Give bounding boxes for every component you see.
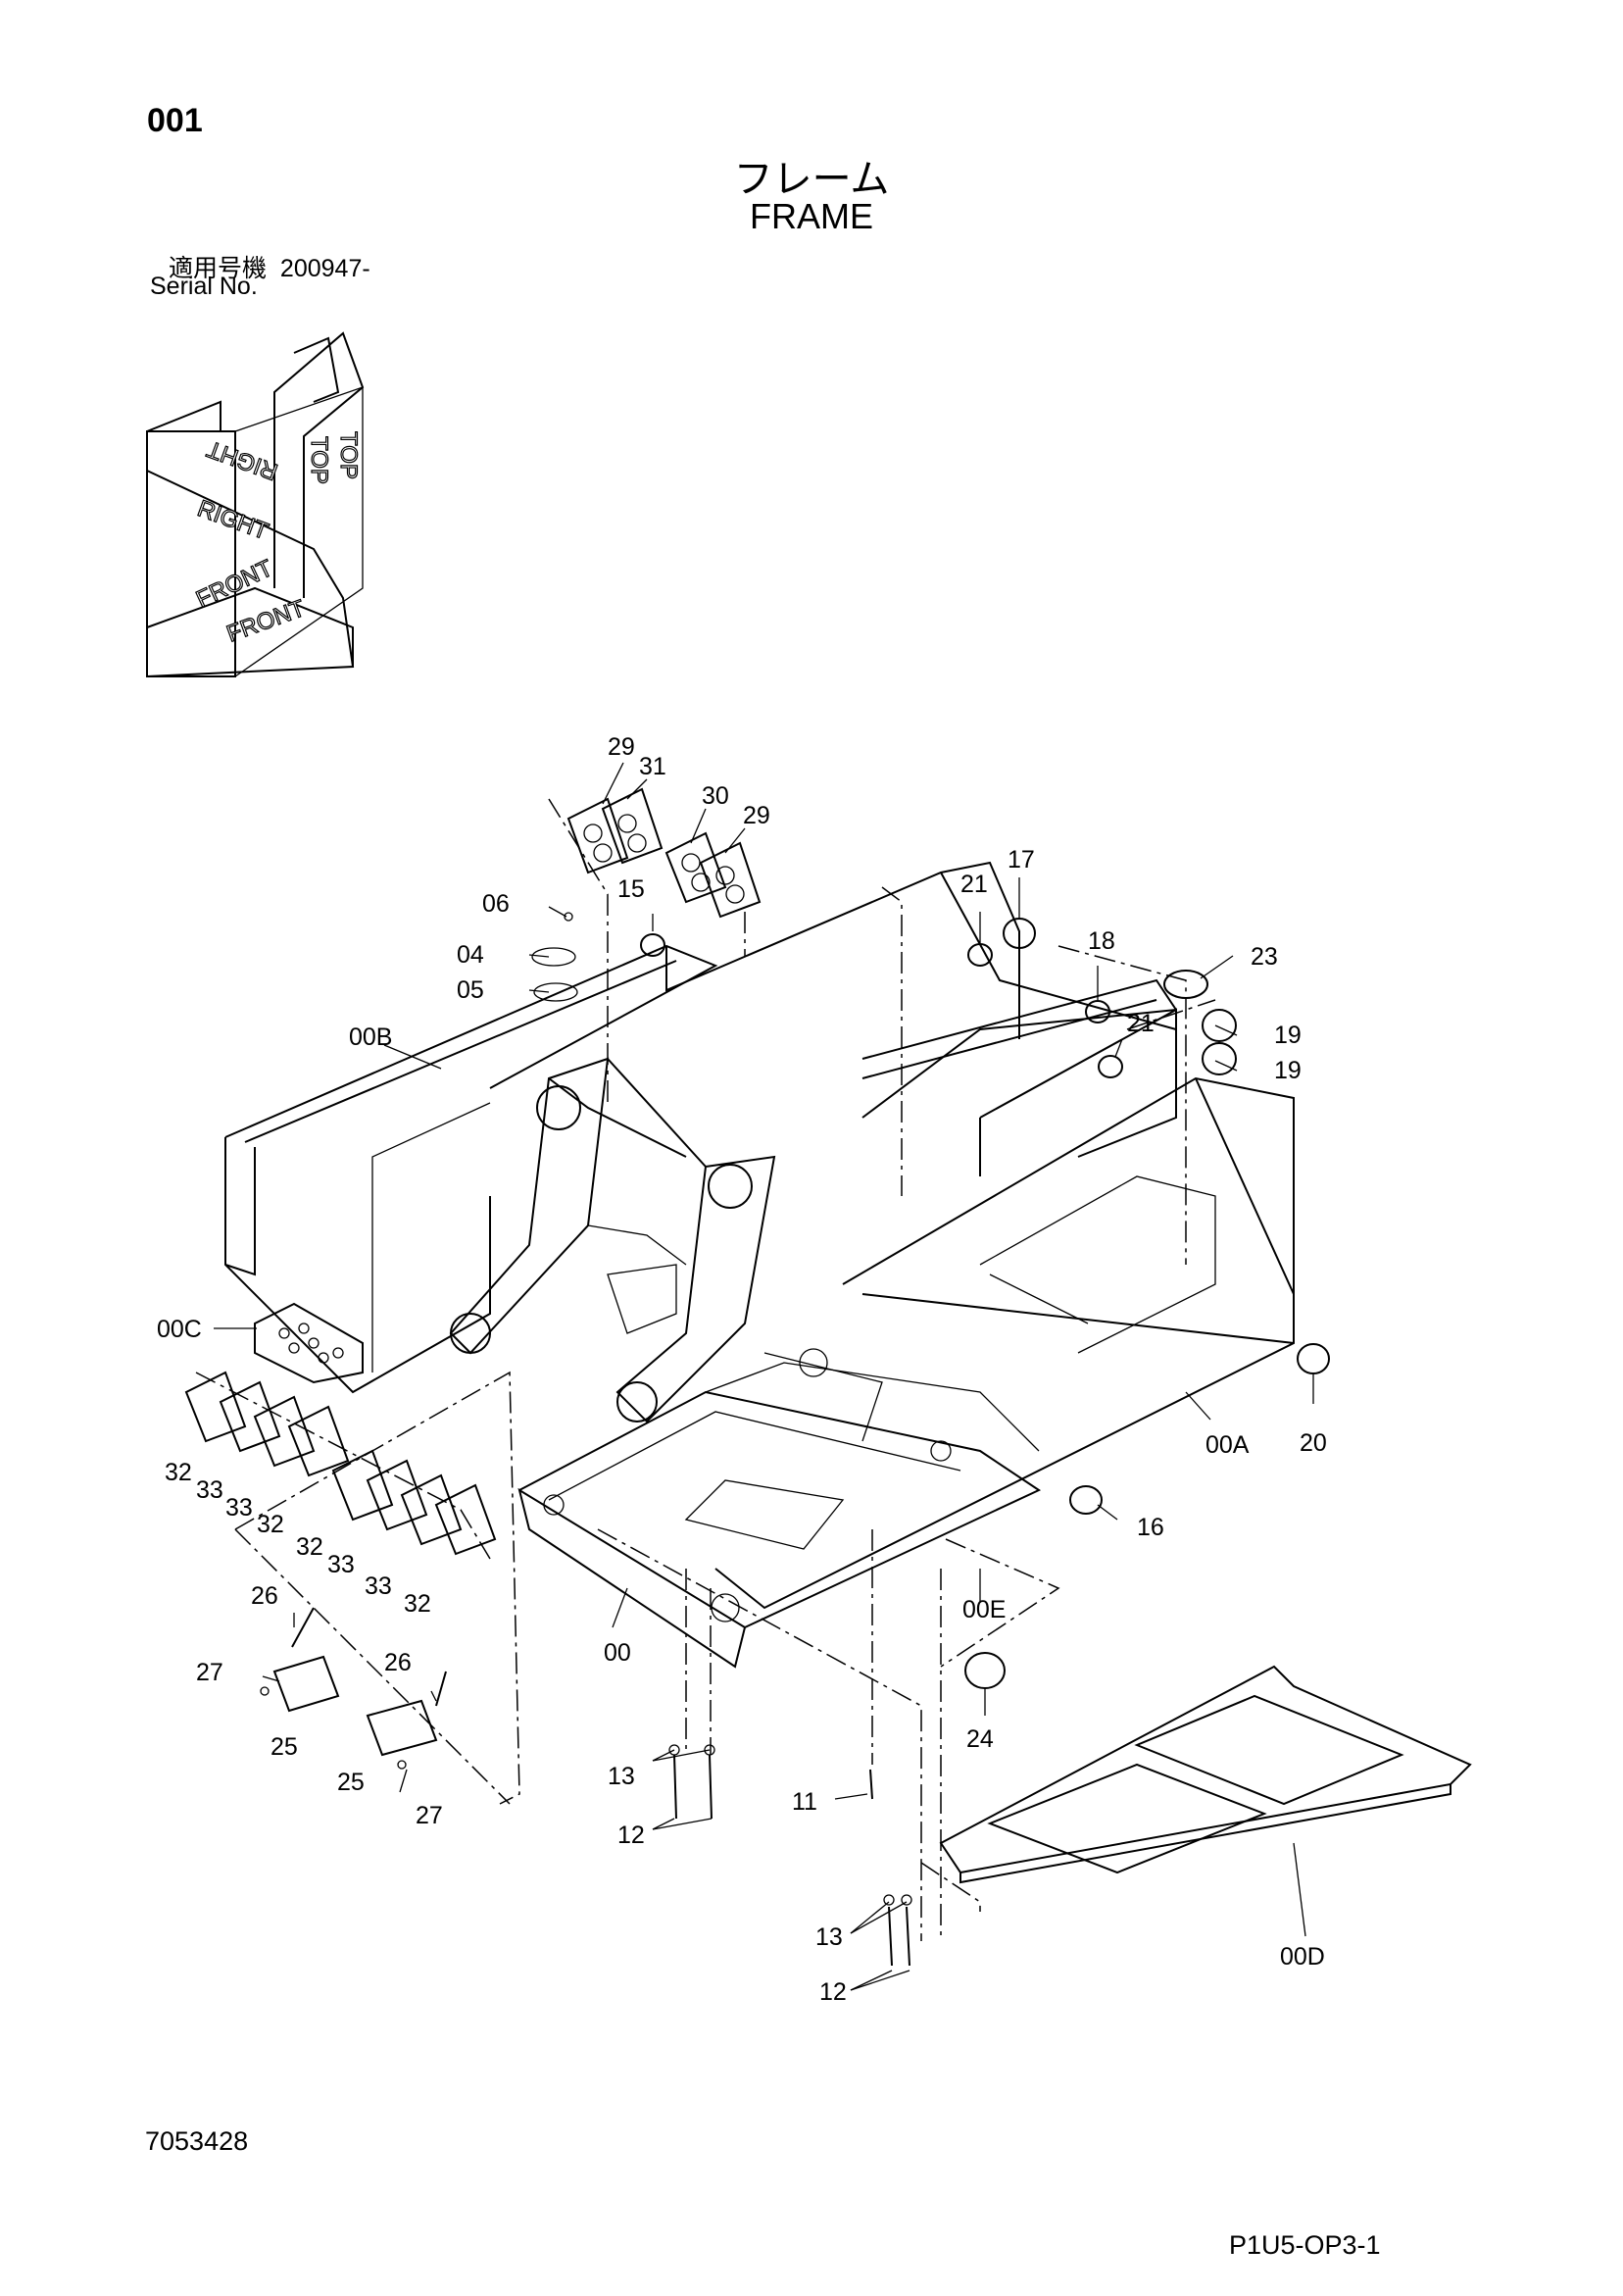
page-number: 001 bbox=[147, 102, 203, 139]
callout-27-second: 27 bbox=[416, 1802, 443, 1829]
callout-16: 16 bbox=[1137, 1514, 1164, 1541]
callout-27: 27 bbox=[196, 1659, 223, 1686]
callout-00B: 00B bbox=[349, 1023, 392, 1051]
callout-04: 04 bbox=[457, 941, 484, 969]
page-title-japanese: フレーム bbox=[733, 158, 890, 201]
callout-33-second: 33 bbox=[225, 1494, 253, 1522]
callout-00C: 00C bbox=[157, 1316, 202, 1343]
orientation-top-label-2: TOP bbox=[335, 431, 362, 479]
callout-00E: 00E bbox=[962, 1596, 1006, 1623]
callout-labels: 29 31 30 29 06 15 04 05 21 17 18 21 23 1… bbox=[157, 733, 1327, 2006]
small-parts-drawing bbox=[184, 787, 1330, 1967]
serial-label-english: Serial No. bbox=[150, 273, 258, 300]
serial-number-value: 200947- bbox=[279, 255, 370, 282]
callout-24: 24 bbox=[966, 1725, 994, 1753]
callout-33: 33 bbox=[196, 1476, 223, 1504]
callout-32-fourth: 32 bbox=[404, 1590, 431, 1618]
callout-32: 32 bbox=[165, 1459, 192, 1486]
callout-18: 18 bbox=[1088, 927, 1115, 955]
callout-13: 13 bbox=[608, 1763, 635, 1790]
callout-12: 12 bbox=[617, 1822, 645, 1849]
callout-13-second: 13 bbox=[815, 1923, 843, 1951]
callout-00A: 00A bbox=[1205, 1431, 1250, 1459]
callout-26-second: 26 bbox=[384, 1649, 412, 1676]
orientation-indicator: TOP TOP RIGHT RIGHT FRONT FRONT bbox=[146, 331, 365, 677]
callout-05: 05 bbox=[457, 976, 484, 1004]
page-code: P1U5-OP3-1 bbox=[1229, 2230, 1381, 2260]
reference-lines bbox=[195, 798, 1216, 1941]
callout-26: 26 bbox=[251, 1582, 278, 1610]
main-frame-drawing bbox=[224, 861, 1295, 1669]
callout-06: 06 bbox=[482, 890, 510, 918]
orientation-right-label-2: RIGHT bbox=[203, 435, 281, 485]
callout-23: 23 bbox=[1251, 943, 1278, 971]
callout-31: 31 bbox=[639, 753, 666, 780]
callout-00D: 00D bbox=[1280, 1943, 1325, 1971]
callout-30: 30 bbox=[702, 782, 729, 810]
callout-21: 21 bbox=[960, 871, 988, 898]
orientation-right-label: RIGHT bbox=[194, 495, 272, 545]
callout-33-third: 33 bbox=[327, 1551, 355, 1578]
callout-33-fourth: 33 bbox=[365, 1572, 392, 1600]
serial-number-row: 適用号機 200947- bbox=[169, 249, 370, 284]
callout-32-third: 32 bbox=[296, 1533, 323, 1561]
callout-19-second: 19 bbox=[1274, 1057, 1302, 1084]
callout-29-second: 29 bbox=[743, 802, 770, 829]
document-number: 7053428 bbox=[145, 2126, 249, 2156]
page-title-english: FRAME bbox=[750, 196, 873, 236]
callout-15: 15 bbox=[617, 875, 645, 903]
bottom-cover-plate-drawing bbox=[939, 1665, 1472, 1884]
callout-25: 25 bbox=[270, 1733, 298, 1761]
orientation-top-label: TOP bbox=[306, 436, 332, 484]
callout-11: 11 bbox=[792, 1788, 817, 1816]
callout-32-second: 32 bbox=[257, 1511, 284, 1538]
callout-12-second: 12 bbox=[819, 1978, 847, 2006]
callout-19: 19 bbox=[1274, 1022, 1302, 1049]
callout-25-second: 25 bbox=[337, 1769, 365, 1796]
callout-29: 29 bbox=[608, 733, 635, 761]
callout-00: 00 bbox=[604, 1639, 631, 1667]
callout-leaders bbox=[214, 762, 1314, 1991]
callout-21-second: 21 bbox=[1127, 1010, 1155, 1037]
callout-17: 17 bbox=[1008, 846, 1035, 873]
serial-label-japanese: 適用号機 bbox=[169, 255, 268, 282]
callout-20: 20 bbox=[1300, 1429, 1327, 1457]
